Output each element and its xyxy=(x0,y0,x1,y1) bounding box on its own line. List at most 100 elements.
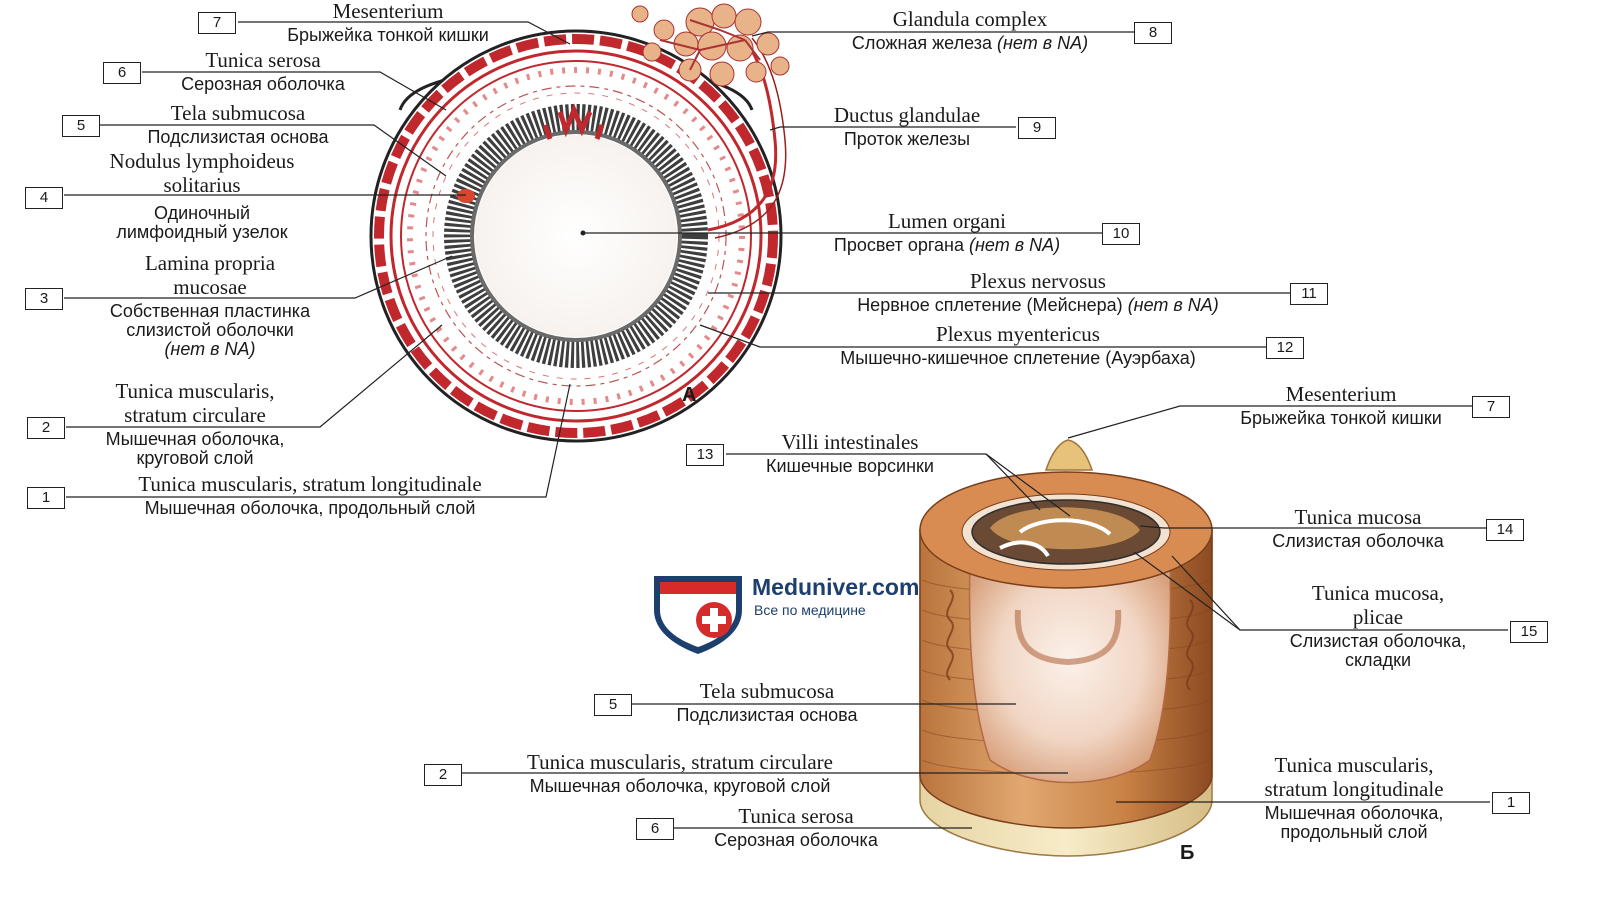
label-a-plexus-myentericus: Plexus myentericus Мышечно-кишечное спле… xyxy=(774,322,1262,368)
leader-lines-b xyxy=(462,405,1510,829)
number-box: 11 xyxy=(1290,283,1328,305)
russian-main: Нервное сплетение (Мейснера) xyxy=(857,295,1128,315)
latin-name: stratum circulare xyxy=(124,403,266,427)
label-b-mucosa: Tunica mucosa Слизистая оболочка xyxy=(1240,505,1476,551)
number-box: 3 xyxy=(25,288,63,310)
label-a-lamina: Lamina propria mucosae Собственная пласт… xyxy=(70,253,350,359)
russian-name: Сложная железа (нет в NA) xyxy=(810,34,1130,52)
mesentery-fold xyxy=(1044,439,1094,471)
russian-name: Серозная оболочка xyxy=(714,830,878,850)
watermark-shield xyxy=(654,576,742,654)
russian-name: Проток железы xyxy=(843,129,971,149)
label-b-plicae: Tunica mucosa, plicae Слизистая оболочка… xyxy=(1250,583,1506,670)
leader-lines-a xyxy=(64,21,1290,498)
number-box: 14 xyxy=(1486,519,1524,541)
russian-name: Подслизистая основа xyxy=(676,705,858,725)
label-a-nodulus: Nodulus lymphoideus solitarius Одиночный… xyxy=(72,149,332,242)
latin-name: Tela submucosa xyxy=(699,679,835,703)
latin-name: plicae xyxy=(1352,605,1404,629)
latin-name: Tunica muscularis, stratum longitudinale xyxy=(138,472,482,496)
muscle-ring xyxy=(400,60,752,412)
number-box: 7 xyxy=(198,12,236,34)
latin-name: Mesenterium xyxy=(332,0,444,23)
latin-name: Glandula complex xyxy=(892,7,1048,31)
russian-name: слизистой оболочки xyxy=(126,320,294,340)
label-a-glandula: Glandula complex Сложная железа (нет в N… xyxy=(810,7,1130,53)
russian-name: лимфоидный узелок xyxy=(116,222,288,242)
number-box: 5 xyxy=(594,694,632,716)
latin-name: stratum longitudinale xyxy=(1264,777,1444,801)
latin-name: Ductus glandulae xyxy=(833,103,981,127)
russian-name: Мышечная оболочка, круговой слой xyxy=(529,776,831,796)
russian-name: Слизистая оболочка, xyxy=(1289,631,1467,651)
russian-note: (нет в NA) xyxy=(1127,295,1219,315)
watermark-subtitle: Все по медицине xyxy=(754,602,866,618)
russian-main: Просвет органа xyxy=(833,235,970,255)
label-b-mesenterium: Mesenterium Брыжейка тонкой кишки xyxy=(1196,382,1486,428)
submucosa-ring xyxy=(425,85,727,387)
label-b-musc-circ: Tunica muscularis, stratum circulare Мыш… xyxy=(470,750,890,796)
lumen xyxy=(475,135,677,337)
villi-ring xyxy=(444,104,708,368)
number-box: 1 xyxy=(27,487,65,509)
russian-name: Нервное сплетение (Мейснера) (нет в NA) xyxy=(790,296,1286,314)
number-box: 6 xyxy=(103,62,141,84)
russian-name: Мышечная оболочка, xyxy=(1264,803,1444,823)
watermark-logo[interactable]: Meduniver.com Все по медицине xyxy=(650,572,950,652)
latin-name: Tunica muscularis, stratum circulare xyxy=(527,750,833,774)
number-box: 4 xyxy=(25,187,63,209)
latin-name: Mesenterium xyxy=(1285,382,1397,406)
label-a-ductus: Ductus glandulae Проток железы xyxy=(800,103,1014,149)
russian-name: Серозная оболочка xyxy=(181,74,345,94)
latin-name: Plexus nervosus xyxy=(970,269,1106,293)
number-box: 8 xyxy=(1134,22,1172,44)
cut-off-caption xyxy=(0,878,1600,899)
gland-crypts xyxy=(542,103,605,140)
russian-note: (нет в NA) xyxy=(969,235,1061,255)
russian-note: (нет в NA) xyxy=(996,33,1089,53)
latin-name: Tunica serosa xyxy=(205,48,321,72)
russian-name: Брыжейка тонкой кишки xyxy=(1240,408,1442,428)
russian-name: Подслизистая основа xyxy=(147,127,329,147)
label-b-submucosa: Tela submucosa Подслизистая основа xyxy=(638,679,896,725)
russian-name: Мышечно-кишечное сплетение (Ауэрбаха) xyxy=(840,348,1196,368)
latin-name: Nodulus lymphoideus xyxy=(109,149,295,173)
label-a-lumen: Lumen organi Просвет органа (нет в NA) xyxy=(796,209,1098,255)
russian-name: (нет в NA) xyxy=(164,339,256,359)
number-box: 1 xyxy=(1492,792,1530,814)
lymph-nodule xyxy=(457,189,475,203)
label-b-musc-long: Tunica muscularis, stratum longitudinale… xyxy=(1222,753,1486,842)
number-box: 10 xyxy=(1102,223,1140,245)
number-box: 13 xyxy=(686,444,724,466)
number-box: 15 xyxy=(1510,621,1548,643)
number-box: 2 xyxy=(27,417,65,439)
latin-name: Lumen organi xyxy=(887,209,1006,233)
russian-name: круговой слой xyxy=(136,448,254,468)
latin-name: Tunica muscularis, xyxy=(1274,753,1434,777)
label-a-musc-circ: Tunica muscularis, stratum circulare Мыш… xyxy=(70,379,320,468)
tube-3d xyxy=(462,405,1510,857)
russian-name: Кишечные ворсинки xyxy=(766,456,934,476)
russian-name: Просвет органа (нет в NA) xyxy=(796,236,1098,254)
latin-name: Tunica serosa xyxy=(738,804,854,828)
latin-name: solitarius xyxy=(163,173,241,197)
latin-name: Tunica mucosa xyxy=(1294,505,1422,529)
number-box: 6 xyxy=(636,818,674,840)
latin-name: Tunica muscularis, xyxy=(115,379,275,403)
russian-name: Одиночный xyxy=(153,203,251,223)
latin-name: Tela submucosa xyxy=(170,101,306,125)
label-b-villi: Villi intestinales Кишечные ворсинки xyxy=(730,430,970,476)
label-a-submucosa: Tela submucosa Подслизистая основа xyxy=(108,101,368,147)
russian-name: продольный слой xyxy=(1280,822,1428,842)
label-b-serosa: Tunica serosa Серозная оболочка xyxy=(680,804,912,850)
label-a-serosa: Tunica serosa Серозная оболочка xyxy=(148,48,378,94)
number-box: 12 xyxy=(1266,337,1304,359)
label-a-musc-long: Tunica muscularis, stratum longitudinale… xyxy=(72,472,548,518)
latin-name: Plexus myentericus xyxy=(936,322,1100,346)
number-box: 5 xyxy=(62,115,100,137)
latin-name: Villi intestinales xyxy=(781,430,919,454)
watermark-title: Meduniver.com xyxy=(752,574,920,600)
russian-name: Мышечная оболочка, xyxy=(105,429,285,449)
